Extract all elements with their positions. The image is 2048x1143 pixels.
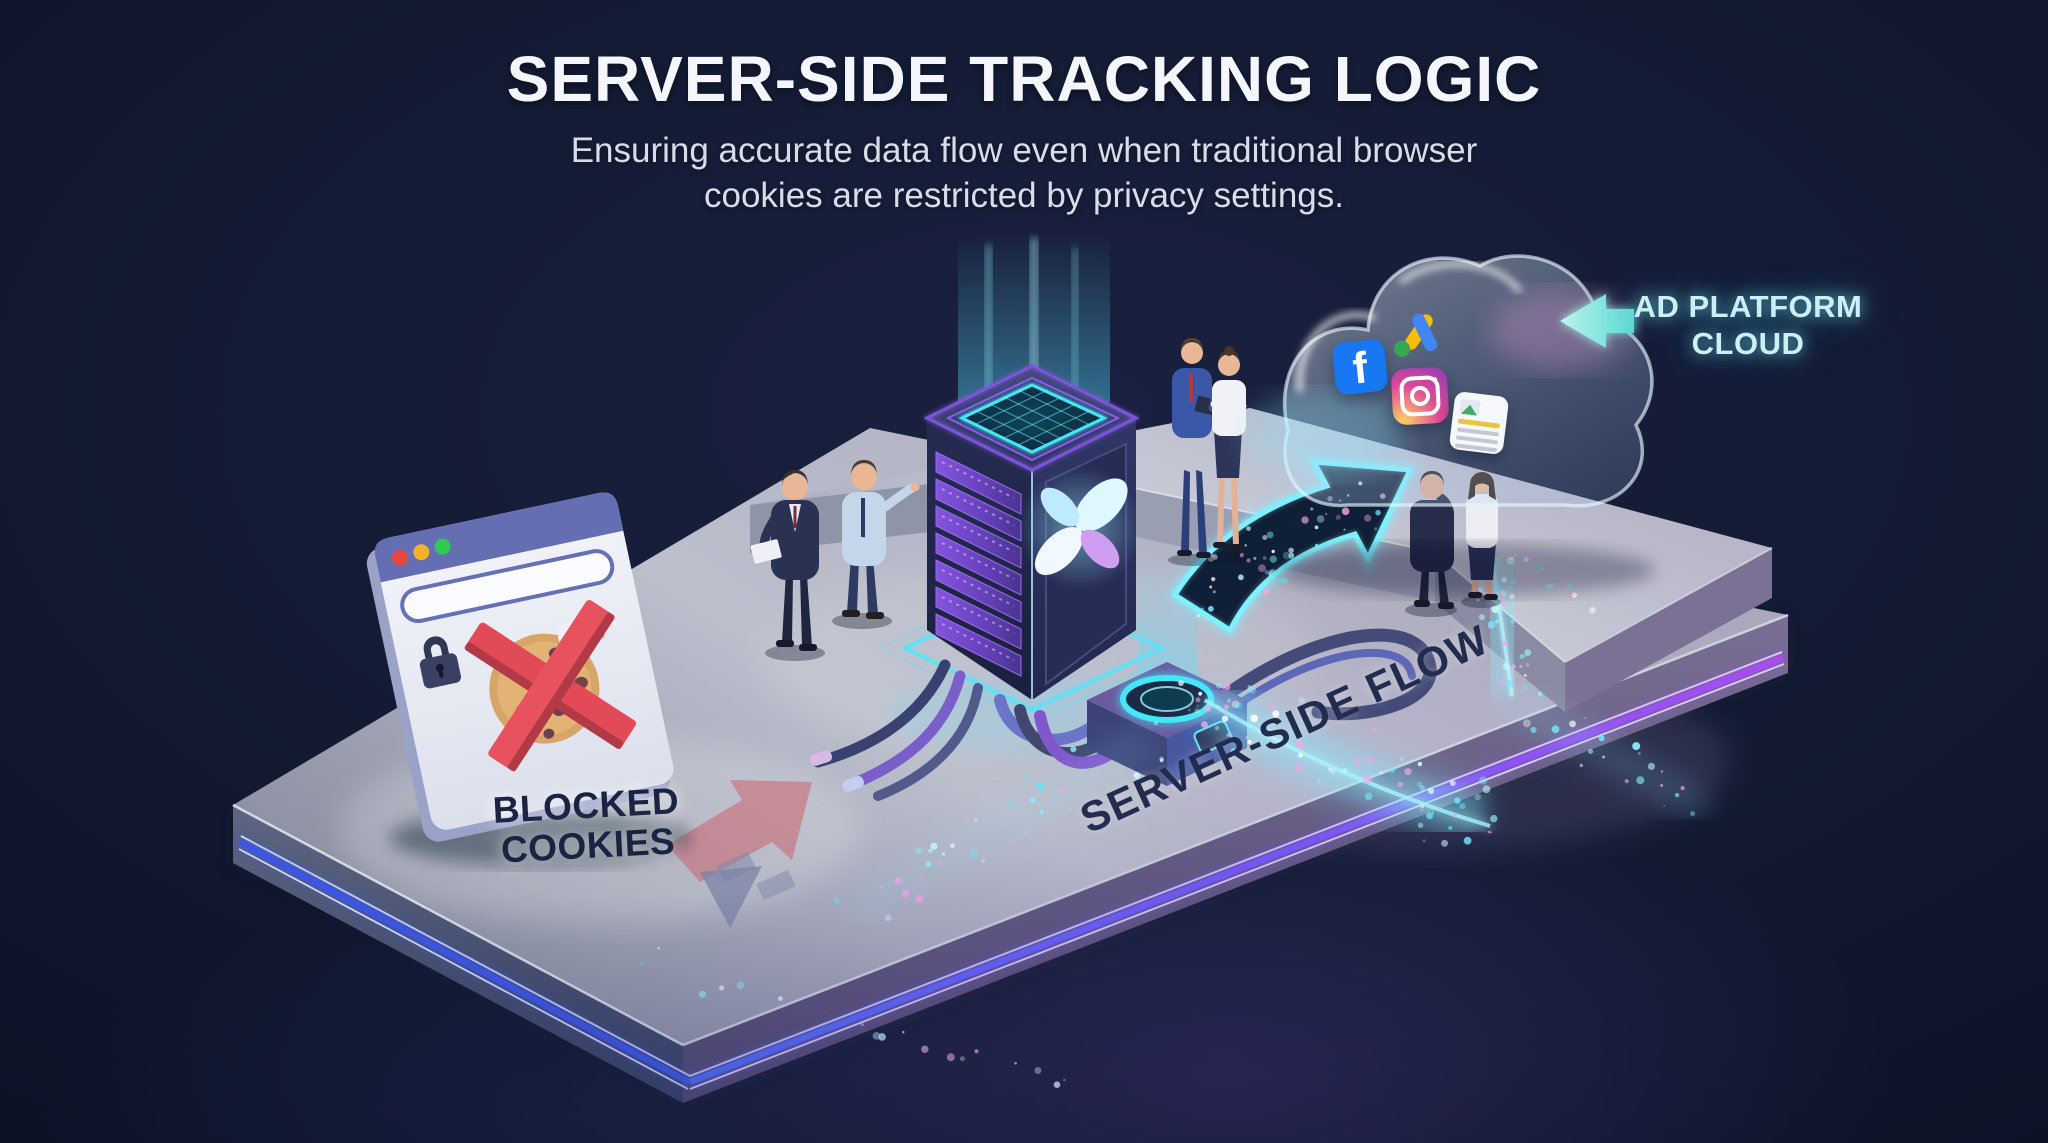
cloud-cyan-tint bbox=[1245, 393, 1405, 477]
server-top-chip bbox=[945, 376, 1121, 462]
address-bar bbox=[400, 549, 615, 623]
webpage-text-line bbox=[1455, 435, 1499, 445]
front-spill-stream bbox=[843, 722, 1161, 926]
instagram-icon bbox=[1390, 366, 1450, 426]
cloud-highlight bbox=[1296, 312, 1376, 393]
server-rack-rows bbox=[935, 451, 1022, 677]
webpage-picture bbox=[1459, 398, 1481, 416]
browser-titlebar bbox=[374, 492, 624, 583]
gray-down-arrow bbox=[700, 866, 762, 928]
server-cables bbox=[809, 628, 1437, 801]
google-ads-icon bbox=[1387, 304, 1449, 366]
red-x-icon bbox=[464, 600, 636, 772]
person-tablet bbox=[1168, 338, 1222, 566]
beam-streak bbox=[1030, 238, 1038, 398]
dashed-arrow-segment bbox=[756, 870, 796, 900]
blocked-path-arrows bbox=[667, 780, 812, 928]
red-fading-arrow bbox=[667, 780, 812, 882]
neon-stripe-blue bbox=[238, 835, 691, 1090]
lock-icon bbox=[419, 636, 461, 689]
platform-face-right bbox=[683, 615, 1788, 1103]
person-papers bbox=[750, 470, 825, 661]
label-arrow-icon bbox=[1560, 294, 1634, 348]
ad-platform-cloud bbox=[1245, 254, 1655, 596]
person-pointing bbox=[832, 460, 920, 629]
browser-window bbox=[366, 492, 674, 842]
webpage-text-line bbox=[1456, 427, 1499, 437]
server-neon-rim bbox=[923, 364, 1140, 472]
webpage-icon bbox=[1448, 390, 1510, 456]
platform-edge-highlight bbox=[232, 803, 684, 1047]
ad-platform-cloud-label: AD PLATFORM CLOUD bbox=[1620, 288, 1876, 362]
person-woman-upper bbox=[1208, 346, 1248, 564]
junction-ring-inner bbox=[1140, 686, 1194, 712]
step-edge-highlight bbox=[1564, 547, 1773, 663]
ad-platform-cloud-label-line2: CLOUD bbox=[1691, 326, 1805, 361]
step-face-right bbox=[1565, 548, 1772, 712]
webpage-accent-line bbox=[1457, 418, 1501, 429]
cloud-shadow bbox=[1275, 544, 1655, 596]
platform-face-left bbox=[233, 805, 683, 1103]
blocked-cookies-label: BLOCKED COOKIES bbox=[490, 780, 684, 871]
facebook-icon: f bbox=[1331, 338, 1389, 396]
flower-logo-icon bbox=[1018, 466, 1142, 590]
traffic-light-green bbox=[434, 538, 451, 555]
traffic-light-yellow bbox=[413, 544, 430, 561]
glow-particles bbox=[640, 481, 1696, 1088]
cloud-highlight bbox=[1398, 261, 1523, 294]
page-title: SERVER-SIDE TRACKING LOGIC bbox=[506, 43, 1542, 115]
page-subtitle-line2: cookies are restricted by privacy settin… bbox=[704, 176, 1344, 215]
ad-platform-cloud-label-line1: AD PLATFORM bbox=[1633, 289, 1863, 324]
beam-streak bbox=[985, 245, 992, 395]
beam-streak bbox=[1072, 248, 1078, 396]
traffic-light-red bbox=[392, 549, 409, 566]
page-subtitle-line1: Ensuring accurate data flow even when tr… bbox=[570, 131, 1478, 170]
